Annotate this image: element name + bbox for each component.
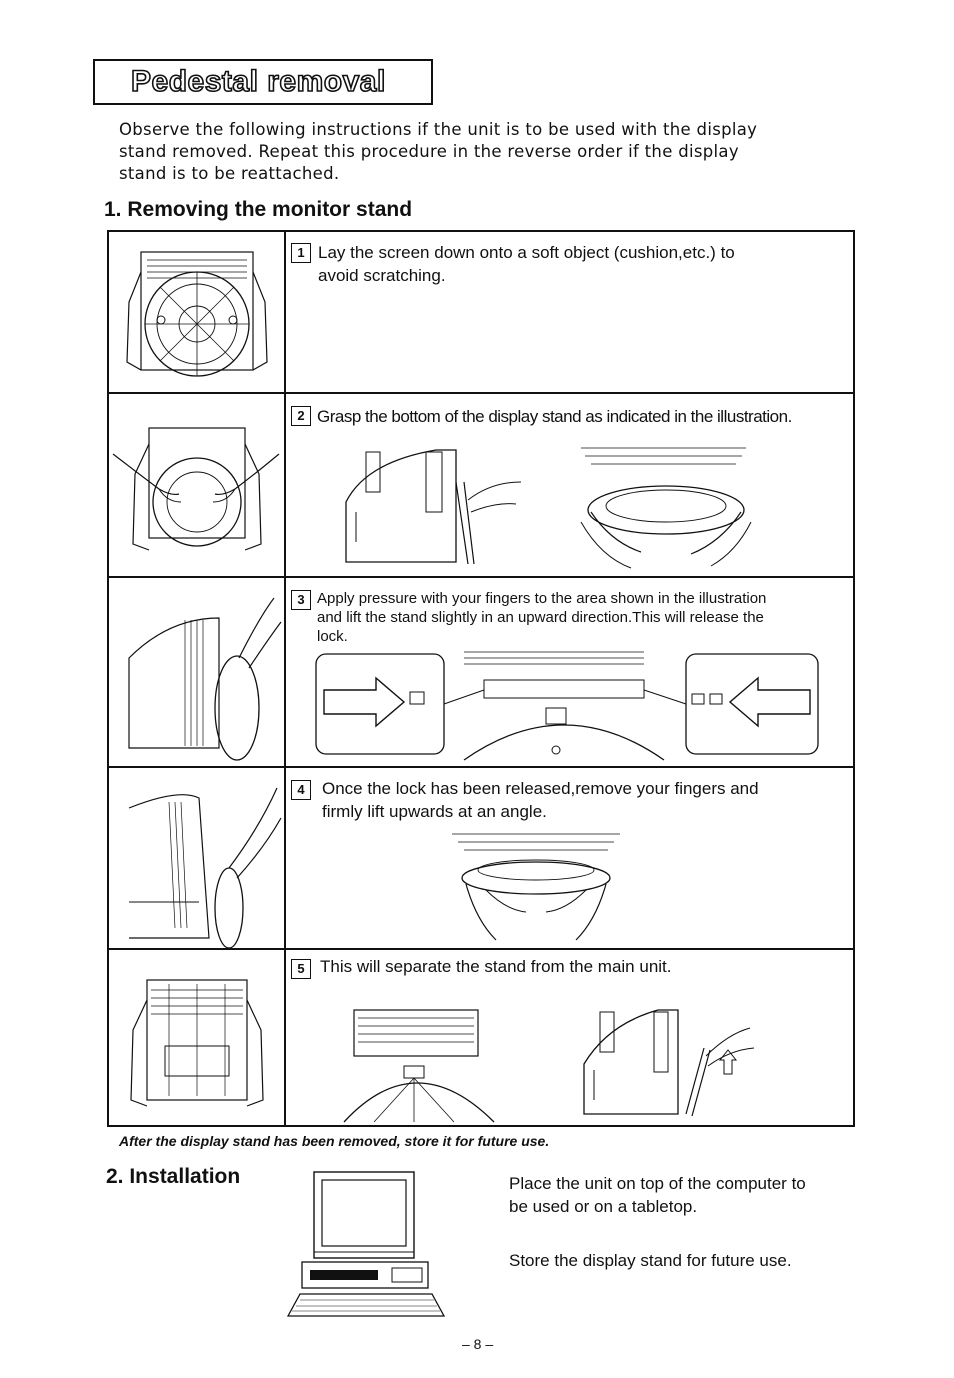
step-text: Apply pressure with your fingers to the … xyxy=(317,589,766,646)
intro-line: stand removed. Repeat this procedure in … xyxy=(119,142,739,161)
step-text: Once the lock has been released,remove y… xyxy=(322,777,759,823)
intro-line: Observe the following instructions if th… xyxy=(119,120,758,139)
step-text-cell: 2 Grasp the bottom of the display stand … xyxy=(286,394,853,576)
installation-store-text: Store the display stand for future use. xyxy=(509,1249,859,1272)
stand-lift-detail-illustration xyxy=(452,833,620,941)
section-heading-installation: 2. Installation xyxy=(106,1165,241,1188)
installation-line: be used or on a tabletop. xyxy=(509,1197,698,1216)
step-line: Lay the screen down onto a soft object (… xyxy=(318,243,735,262)
step-line: lock. xyxy=(317,628,348,645)
step-number-box: 2 xyxy=(291,406,311,426)
intro-paragraph: Observe the following instructions if th… xyxy=(119,119,839,185)
lift-stand-illustration xyxy=(109,768,286,948)
step-row-1: 1 Lay the screen down onto a soft object… xyxy=(109,232,853,394)
steps-table: 1 Lay the screen down onto a soft object… xyxy=(107,230,855,1127)
lock-release-detail-illustration xyxy=(315,651,819,761)
step-line: and lift the stand slightly in an upward… xyxy=(317,609,764,626)
step-number-box: 4 xyxy=(291,780,311,800)
step-row-2: 2 Grasp the bottom of the display stand … xyxy=(109,394,853,578)
step-line: Apply pressure with your fingers to the … xyxy=(317,590,767,607)
section-heading-removing: 1. Removing the monitor stand xyxy=(104,198,413,221)
installation-text: Place the unit on top of the computer to… xyxy=(509,1172,859,1218)
step-text: Grasp the bottom of the display stand as… xyxy=(317,405,792,428)
installation-line: Store the display stand for future use. xyxy=(509,1251,792,1270)
installation-line: Place the unit on top of the computer to xyxy=(509,1174,806,1193)
step-number-box: 3 xyxy=(291,590,311,610)
step-line: firmly lift upwards at an angle. xyxy=(322,802,547,821)
step-line: This will separate the stand from the ma… xyxy=(320,957,672,976)
step-text: This will separate the stand from the ma… xyxy=(320,955,672,978)
stand-separated-detail-illustration xyxy=(343,1009,495,1123)
step-text: Lay the screen down onto a soft object (… xyxy=(318,241,735,287)
page-number: – 8 – xyxy=(462,1336,494,1352)
page-title: Pedestal removal xyxy=(130,64,386,99)
step-row-4: 4 Once the lock has been released,remove… xyxy=(109,768,853,950)
step-number-box: 1 xyxy=(291,243,311,263)
intro-line: stand is to be reattached. xyxy=(119,164,340,183)
stand-bottom-grasp-illustration xyxy=(580,447,752,569)
step-number-box: 5 xyxy=(291,959,311,979)
step-line: avoid scratching. xyxy=(318,266,446,285)
monitor-back-illustration xyxy=(109,232,286,392)
step-row-3: 3 Apply pressure with your fingers to th… xyxy=(109,578,853,768)
monitor-side-grasp-illustration xyxy=(345,449,522,565)
step-row-5: 5 This will separate the stand from the … xyxy=(109,950,853,1125)
computer-illustration xyxy=(286,1171,446,1317)
storage-note: After the display stand has been removed… xyxy=(119,1133,550,1149)
step-text-cell: 1 Lay the screen down onto a soft object… xyxy=(286,232,853,392)
monitor-side-separated-illustration xyxy=(583,1009,755,1117)
press-lock-illustration xyxy=(109,578,286,766)
step-text-cell: 3 Apply pressure with your fingers to th… xyxy=(286,578,853,766)
step-line: Grasp the bottom of the display stand as… xyxy=(317,407,792,426)
step-line: Once the lock has been released,remove y… xyxy=(322,779,759,798)
step-text-cell: 5 This will separate the stand from the … xyxy=(286,950,853,1125)
separated-stand-illustration xyxy=(109,950,286,1125)
grasp-stand-illustration xyxy=(109,394,286,576)
step-text-cell: 4 Once the lock has been released,remove… xyxy=(286,768,853,948)
title-box: Pedestal removal xyxy=(93,59,433,105)
